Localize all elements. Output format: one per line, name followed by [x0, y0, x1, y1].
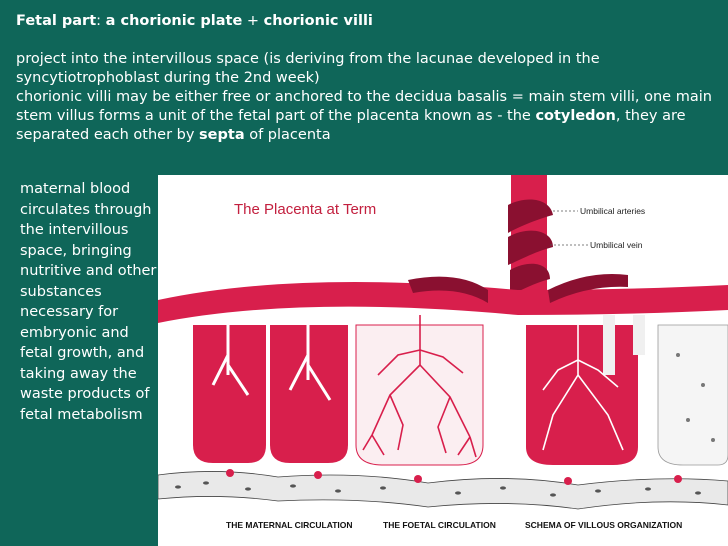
title-chorionic-plate: a chorionic plate	[105, 13, 243, 29]
para2-part-b: , they are separated each other by	[16, 108, 686, 143]
para2-part-a: chorionic villi may be either free or an…	[16, 89, 712, 124]
caption-foetal-circulation: THE FOETAL CIRCULATION	[383, 520, 496, 530]
title-fetal-part: Fetal part	[16, 13, 97, 29]
caption-maternal-circulation: THE MATERNAL CIRCULATION	[226, 520, 353, 530]
umbilical-cord	[508, 175, 553, 305]
right-segment	[657, 324, 728, 466]
slide-title: Fetal part: a chorionic plate + chorioni…	[16, 12, 716, 31]
paragraph-villi-types: chorionic villi may be either free or an…	[16, 88, 716, 145]
caption-villous-schema: SCHEMA OF VILLOUS ORGANIZATION	[525, 520, 682, 530]
chorionic-plate	[158, 274, 728, 323]
maternal-circulation-region	[193, 325, 348, 463]
header-text: Fetal part: a chorionic plate + chorioni…	[16, 12, 716, 145]
title-chorionic-villi: chorionic villi	[263, 13, 373, 29]
foetal-circulation-region	[355, 315, 484, 466]
para2-part-c: of placenta	[244, 127, 331, 143]
figure-title: The Placenta at Term	[234, 201, 376, 218]
placenta-figure: The Placenta at Term Umbilical arteries …	[158, 175, 728, 546]
term-cotyledon: cotyledon	[535, 108, 616, 124]
term-septa: septa	[199, 127, 245, 143]
maternal-blood-text: maternal blood circulates through the in…	[20, 181, 157, 423]
villous-schema-region	[526, 315, 645, 465]
title-plus: +	[242, 13, 264, 29]
placenta-diagram: The Placenta at Term Umbilical arteries …	[158, 175, 728, 530]
title-colon: :	[96, 13, 106, 29]
decidua-basalis	[158, 469, 728, 510]
label-umbilical-vein: Umbilical vein	[590, 240, 643, 250]
label-umbilical-arteries: Umbilical arteries	[580, 206, 645, 216]
paragraph-villi-project: project into the intervillous space (is …	[16, 51, 600, 86]
